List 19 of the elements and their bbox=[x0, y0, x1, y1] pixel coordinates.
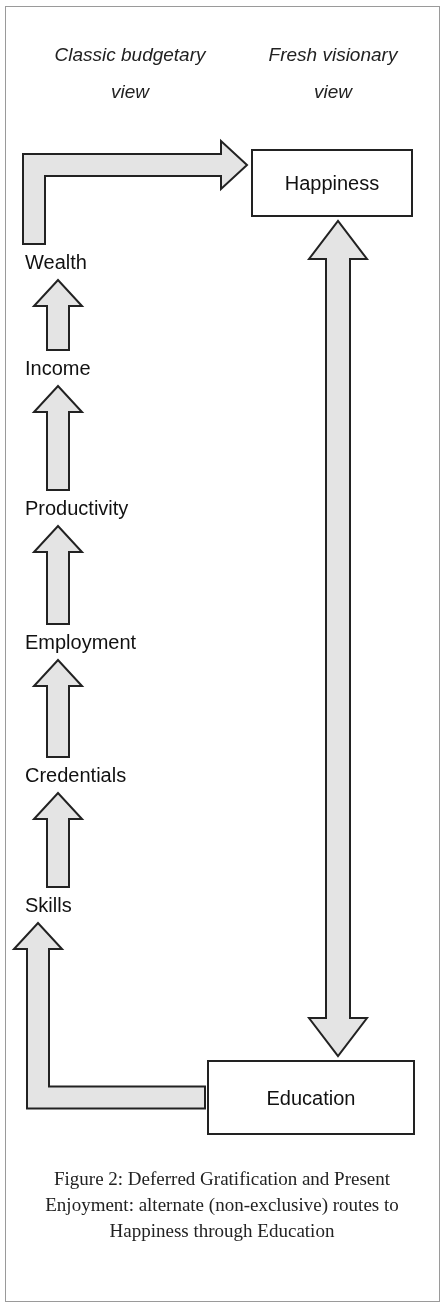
stage-label: Credentials bbox=[25, 761, 127, 789]
block-arrow bbox=[22, 138, 249, 245]
column-heading: Classic budgetary view bbox=[53, 43, 208, 104]
stage-label: Employment bbox=[25, 628, 137, 656]
block-arrow bbox=[31, 524, 85, 625]
stage-label: Productivity bbox=[25, 494, 129, 522]
block-arrow bbox=[31, 791, 85, 888]
label-box: Happiness bbox=[251, 149, 413, 217]
column-heading: Fresh visionary view bbox=[267, 43, 400, 104]
label-box: Education bbox=[207, 1060, 415, 1135]
block-arrow bbox=[31, 658, 85, 758]
stage-label: Skills bbox=[25, 891, 72, 919]
block-arrow bbox=[11, 921, 206, 1110]
block-arrow bbox=[306, 219, 370, 1058]
block-arrow bbox=[31, 384, 85, 491]
block-arrow bbox=[31, 278, 85, 351]
stage-label: Wealth bbox=[25, 248, 87, 276]
figure-caption: Figure 2: Deferred Gratification and Present Enjoyment: alternate (non-exclusive) routes to Happiness through Education bbox=[44, 1167, 400, 1243]
stage-label: Income bbox=[25, 354, 91, 382]
